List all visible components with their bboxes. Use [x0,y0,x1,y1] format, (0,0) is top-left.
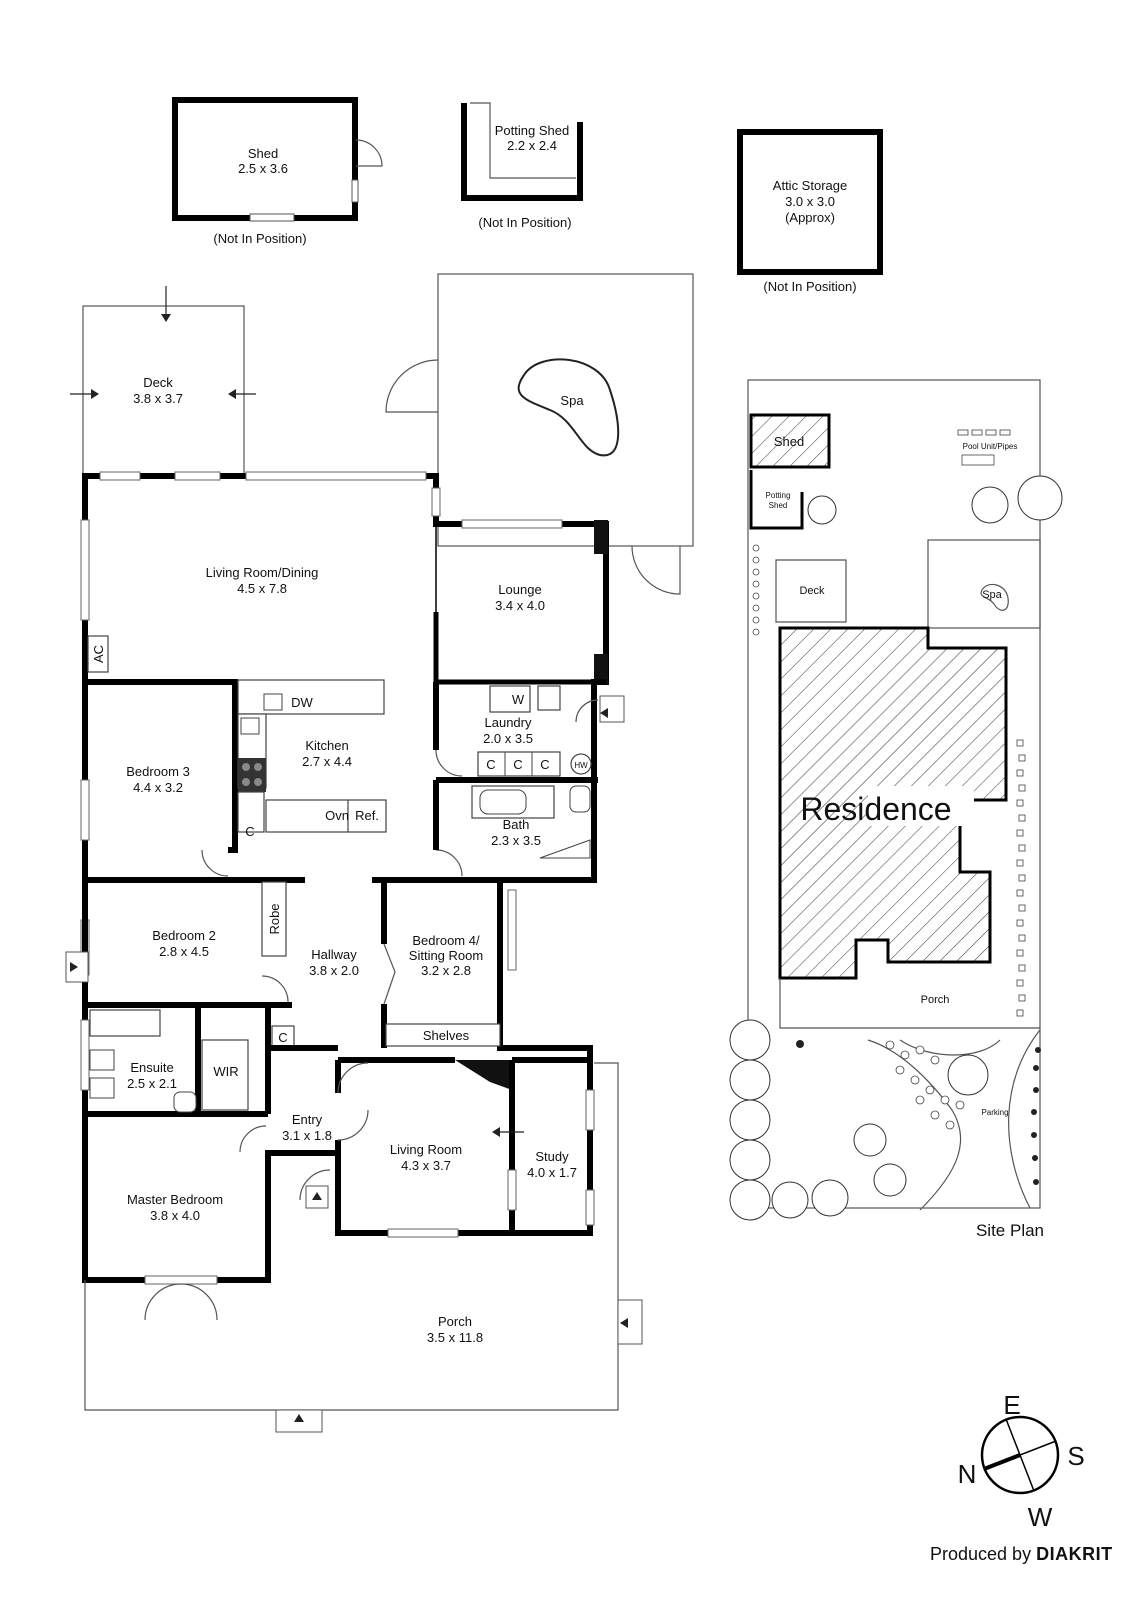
living-room-name: Living Room [390,1142,462,1157]
attic-dims: 3.0 x 3.0 [785,194,835,209]
bedroom2-dims: 2.8 x 4.5 [159,944,209,959]
spa-tub [517,358,620,457]
bedroom3-dims: 4.4 x 3.2 [133,780,183,795]
credit: Produced by DIAKRIT [930,1544,1113,1565]
deck-name: Deck [143,375,173,390]
shed-note: (Not In Position) [213,231,306,246]
deck-dims: 3.8 x 3.7 [133,391,183,406]
bedroom2-name: Bedroom 2 [152,928,216,943]
site-plan: Shed Potting Shed Pool Unit/Pipes Deck S… [729,379,1063,1240]
laundry-c3: C [540,757,549,772]
living-room-dims: 4.3 x 3.7 [401,1158,451,1173]
shed-name: Shed [248,146,278,161]
attic-note: (Not In Position) [763,279,856,294]
hw-label: HW [574,761,588,770]
potting-shed-dims: 2.2 x 2.4 [507,138,557,153]
site-shed: Shed [774,434,804,449]
kitchen-name: Kitchen [305,738,348,753]
compass-n: N [958,1459,977,1489]
porch-name: Porch [438,1314,472,1329]
laundry-c1: C [486,757,495,772]
bath-name: Bath [503,817,530,832]
ovn-label: Ovn [325,808,349,823]
study-dims: 4.0 x 1.7 [527,1165,577,1180]
spa-name: Spa [560,393,584,408]
compass-e: E [1003,1390,1020,1420]
lounge-name: Lounge [498,582,541,597]
compass-s: S [1067,1441,1084,1471]
bedroom4-dims: 3.2 x 2.8 [421,963,471,978]
site-spa: Spa [982,589,1002,601]
ensuite-name: Ensuite [130,1060,173,1075]
bath-dims: 2.3 x 3.5 [491,833,541,848]
porch-dims: 3.5 x 11.8 [427,1330,483,1345]
site-plan-title: Site Plan [976,1221,1044,1240]
master-dims: 3.8 x 4.0 [150,1208,200,1223]
master-name: Master Bedroom [127,1192,223,1207]
ref-label: Ref. [355,808,379,823]
shed-outbuilding: Shed 2.5 x 3.6 (Not In Position) [172,97,383,246]
entry-c-label: C [278,1030,287,1045]
site-residence: Residence [800,791,951,827]
site-potting2: Shed [769,501,788,510]
potting-shed-outbuilding: Potting Shed 2.2 x 2.4 (Not In Position) [461,102,583,230]
bedroom4-name: Bedroom 4/ [412,933,480,948]
compass: E S N W [958,1390,1085,1532]
spa-deck-outline [437,273,694,547]
shelves-label: Shelves [423,1028,470,1043]
compass-w: W [1028,1502,1053,1532]
bedroom4-name2: Sitting Room [409,948,483,963]
hallway-name: Hallway [311,947,357,962]
study-name: Study [535,1149,569,1164]
site-pool: Pool Unit/Pipes [963,442,1018,451]
ensuite-dims: 2.5 x 2.1 [127,1076,177,1091]
site-deck: Deck [799,585,825,597]
hallway-dims: 3.8 x 2.0 [309,963,359,978]
attic-storage: Attic Storage 3.0 x 3.0 (Approx) (Not In… [737,129,883,294]
w-label: W [512,692,525,707]
living-dining-dims: 4.5 x 7.8 [237,581,287,596]
dw-label: DW [291,695,313,710]
credit-prefix: Produced by [930,1544,1032,1564]
attic-approx: (Approx) [785,210,835,225]
living-dining-name: Living Room/Dining [206,565,319,580]
main-house: Deck 3.8 x 3.7 Spa AC Living Room/Dining [65,273,694,1433]
laundry-dims: 2.0 x 3.5 [483,731,533,746]
ac-label: AC [91,645,106,663]
laundry-name: Laundry [485,715,532,730]
entry-name: Entry [292,1112,323,1127]
credit-brand: DIAKRIT [1036,1544,1113,1564]
kitchen-c-label: C [245,824,254,839]
entry-dims: 3.1 x 1.8 [282,1128,332,1143]
potting-shed-note: (Not In Position) [478,215,571,230]
lounge-dims: 3.4 x 4.0 [495,598,545,613]
attic-name: Attic Storage [773,178,847,193]
robe-label: Robe [267,903,282,934]
site-parking: Parking [981,1108,1008,1117]
wir-label: WIR [213,1064,238,1079]
bedroom3-name: Bedroom 3 [126,764,190,779]
shed-dims: 2.5 x 3.6 [238,161,288,176]
laundry-c2: C [513,757,522,772]
potting-shed-name: Potting Shed [495,123,569,138]
kitchen-dims: 2.7 x 4.4 [302,754,352,769]
site-potting: Potting [766,491,791,500]
site-porch: Porch [921,994,950,1006]
